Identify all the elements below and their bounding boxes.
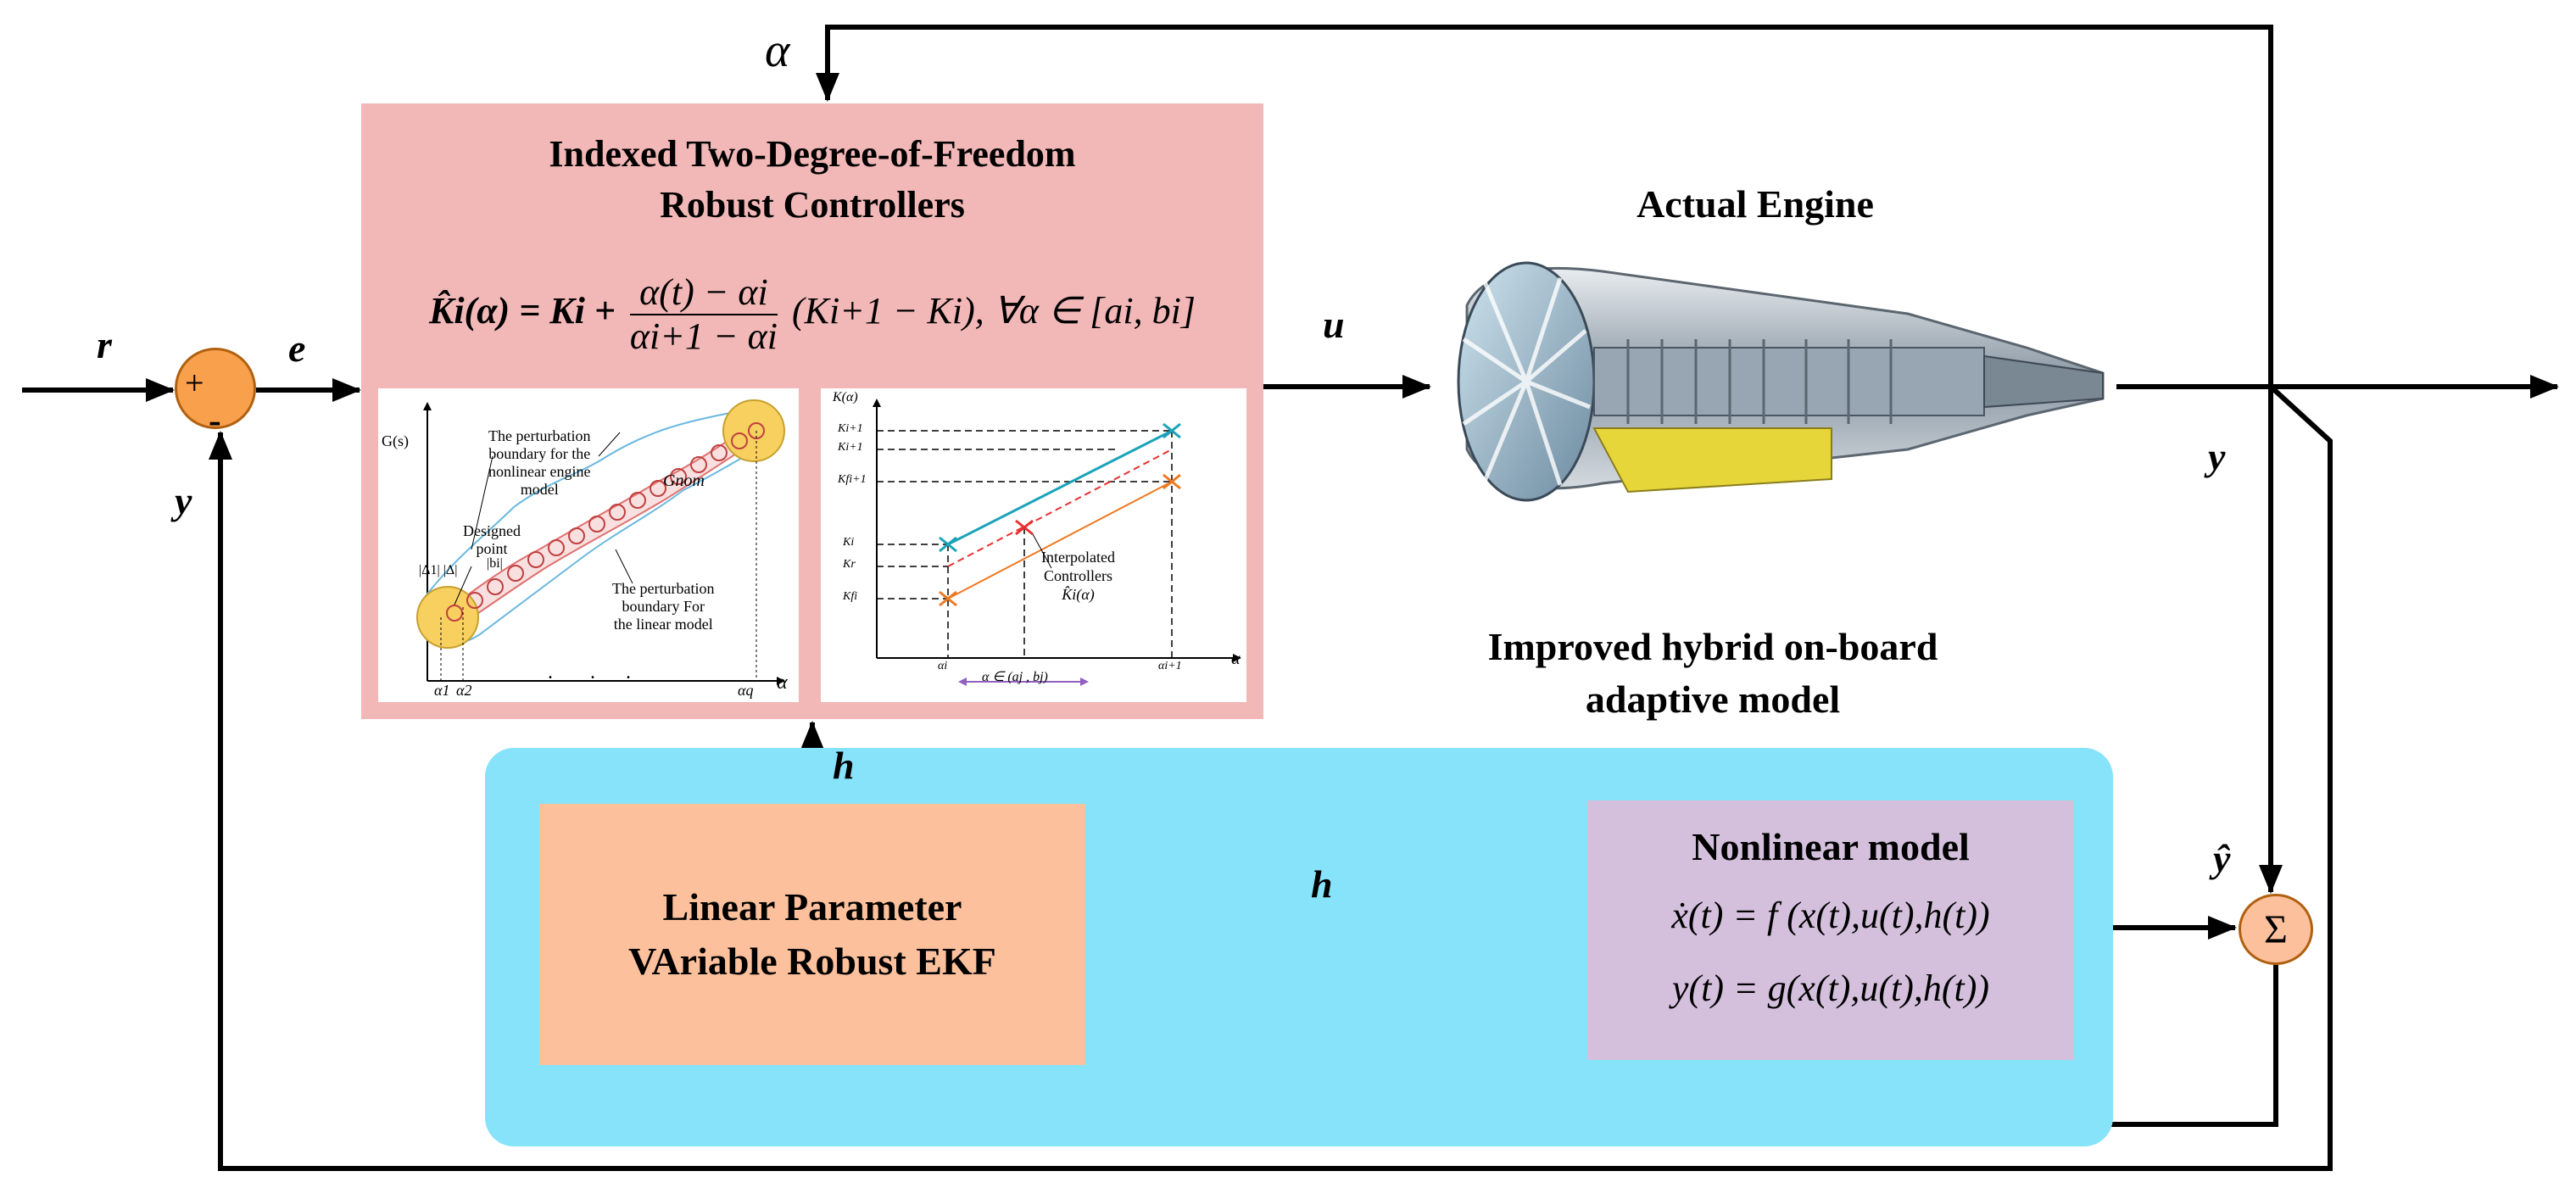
- interpolation-plot: K(α) α Ki+1 Ki+1 Kfi+1 Ki Kr Kfi αi αi+1…: [821, 388, 1246, 702]
- plot2-ytick-1: Ki+1: [838, 441, 863, 454]
- plot2-ytick-2: Kfi+1: [838, 473, 867, 486]
- signal-y-left: y: [175, 479, 192, 522]
- equation-fraction: α(t) − αi αi+1 − αi: [629, 271, 778, 358]
- signal-h-horizontal: h: [1311, 862, 1333, 906]
- plot1-tick-a1: α1: [434, 682, 450, 699]
- plot1-annotation-nonlinear: The perturbation boundary for the nonlin…: [488, 427, 591, 498]
- plot2-ytick-0: Ki+1: [838, 422, 863, 435]
- signal-u: u: [1323, 303, 1345, 346]
- plot1-annotation-bi: |bi|: [487, 556, 503, 571]
- summer-minus: -: [209, 399, 221, 441]
- wire-alpha: [816, 25, 2273, 387]
- hybrid-title: Improved hybrid on-board adaptive model: [1487, 625, 1938, 721]
- plot2-ytick-5: Kfi: [843, 590, 858, 603]
- controller-title: Indexed Two-Degree-of-Freedom Robust Con…: [361, 129, 1263, 231]
- nonlinear-state-eq: ẋ(t) = f (x(t),u(t),h(t)): [1671, 895, 1990, 936]
- plot2-annotation-interp: Interpolated Controllers K̂i(α): [1041, 549, 1115, 603]
- plot2-ytick-3: Ki: [843, 536, 855, 549]
- plot1-tick-dot1: .: [548, 661, 553, 683]
- plot2-ytick-4: Kr: [843, 558, 856, 571]
- plot2-ylabel: K(α): [833, 390, 858, 404]
- engine-title: Actual Engine: [1636, 182, 1874, 226]
- plot1-tick-a2: α2: [456, 682, 472, 699]
- plot1-tick-aq: αq: [738, 682, 754, 699]
- plot1-annotation-gnom: Gnom: [663, 471, 705, 490]
- engine-illustration: [1457, 261, 2105, 502]
- plot1-annotation-delta: |Δ1| |Δ|: [419, 563, 458, 577]
- plot1-xlabel: α: [777, 672, 788, 694]
- plot2-xtick-ai: αi: [938, 660, 948, 672]
- signal-alpha: α: [765, 25, 790, 77]
- plot1-annotation-designed: Designed point: [463, 522, 521, 557]
- plot1-tick-dot3: .: [626, 661, 631, 683]
- plot2-xlabel: α: [1231, 650, 1241, 668]
- summer-plus: +: [185, 364, 204, 402]
- plot2-xtick-ai1: αi+1: [1158, 660, 1182, 672]
- equation-numerator: α(t) − αi: [629, 271, 778, 315]
- nonlinear-output-eq: y(t) = g(x(t),u(t),h(t)): [1671, 968, 1990, 1009]
- line-teal: [947, 429, 1173, 546]
- equation-denominator: αi+1 − αi: [629, 315, 778, 357]
- sigma-symbol: Σ: [2264, 906, 2288, 952]
- equation-lhs: K̂i(α) = Ki +: [428, 290, 616, 332]
- signal-y-right: y: [2208, 435, 2226, 478]
- controller-equation: K̂i(α) = Ki + α(t) − αi αi+1 − αi (Ki+1 …: [361, 271, 1263, 358]
- designed-region-end: [722, 399, 785, 462]
- signal-h-vertical: h: [833, 744, 855, 787]
- signal-e: e: [288, 326, 306, 370]
- plot1-annotation-linear: The perturbation boundary For the linear…: [612, 580, 715, 633]
- perturbation-plot: G(s) α The perturbation boundary for the…: [378, 388, 799, 702]
- wire-y-feedback: [209, 384, 2333, 1171]
- ekf-line1: Linear Parameter: [662, 885, 962, 929]
- error-summer: [175, 348, 256, 429]
- signal-r: r: [97, 323, 112, 366]
- nonlinear-title: Nonlinear model: [1692, 825, 1970, 868]
- sigma-summer: Σ: [2239, 894, 2313, 965]
- line-red-dashed: [947, 449, 1173, 567]
- controller-title-line2: Robust Controllers: [660, 184, 965, 226]
- signal-y-hat: ŷ: [2213, 837, 2231, 880]
- plot2-range-label: α ∈ (aj , bj): [982, 670, 1048, 684]
- engine-yellow-duct: [1592, 427, 1832, 494]
- controller-title-line1: Indexed Two-Degree-of-Freedom: [549, 133, 1076, 175]
- engine-exhaust: [1983, 354, 2104, 409]
- engine-core: [1593, 347, 1985, 416]
- ekf-block: Linear Parameter VAriable Robust EKF: [539, 804, 1085, 1065]
- plot1-ylabel: G(s): [382, 432, 409, 449]
- nonlinear-model-block: Nonlinear model ẋ(t) = f (x(t),u(t),h(t)…: [1587, 800, 2074, 1060]
- equation-rhs: (Ki+1 − Ki), ∀α ∈ [ai, bi]: [791, 290, 1196, 332]
- line-orange: [947, 481, 1173, 600]
- ekf-line2: VAriable Robust EKF: [628, 940, 996, 983]
- plot1-tick-dot2: .: [590, 661, 595, 683]
